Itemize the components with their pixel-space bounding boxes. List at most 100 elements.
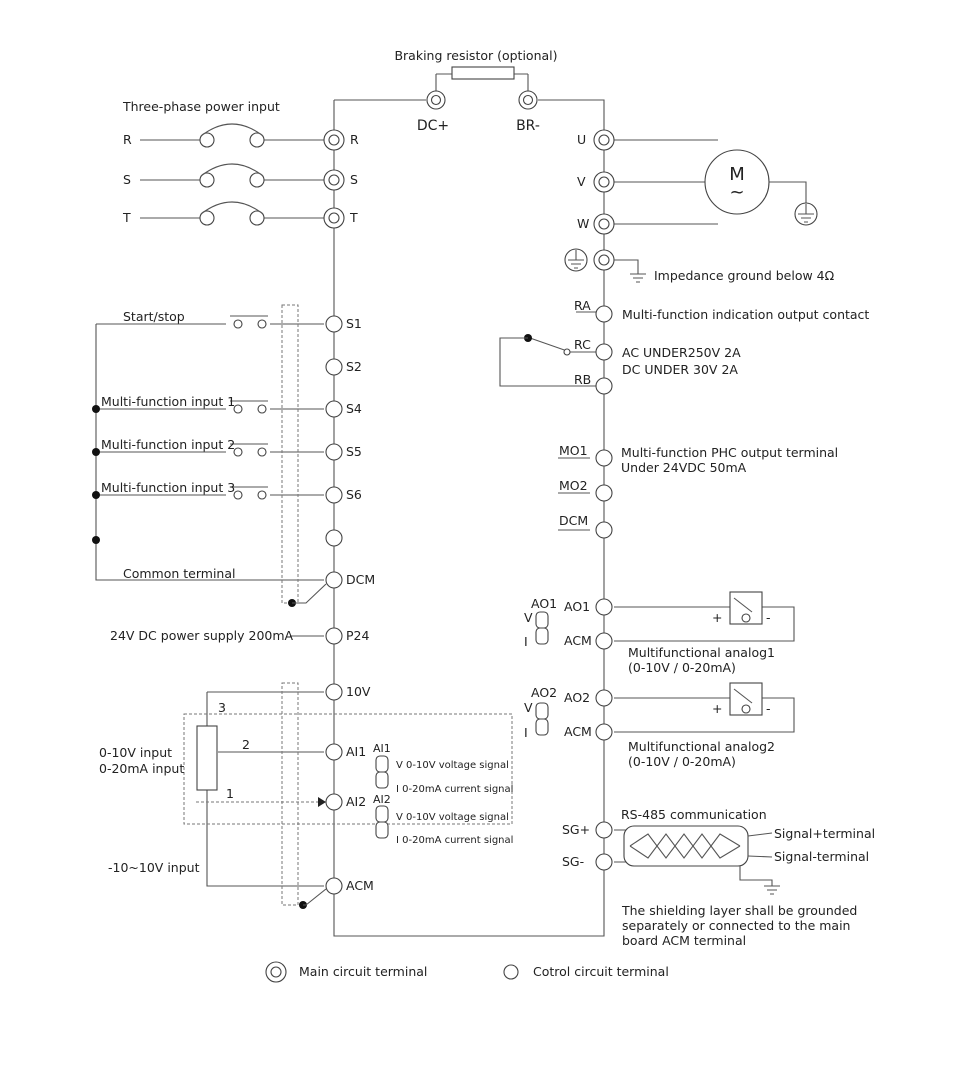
ao2-meter-plus: + [712,701,722,716]
svg-text:R: R [123,132,132,147]
shield-note-line-2: separately or connected to the main [622,918,850,933]
terminal-ao1: AO1 [564,598,613,616]
svg-text:S2: S2 [346,359,362,374]
start-stop-label: Start/stop [123,309,185,324]
phc-rating: Under 24VDC 50mA [621,460,747,475]
wire-2-label: 2 [242,737,250,752]
relay-desc: Multi-function indication output contact [622,307,869,322]
svg-text:I: I [524,725,528,740]
svg-text:RA: RA [574,298,591,313]
wire-1-label: 1 [226,786,234,801]
shield-note-line-1: The shielding layer shall be grounded [621,903,857,918]
terminal-v: V [577,171,615,193]
braking-resistor-label: Braking resistor (optional) [394,48,557,63]
terminal-ao2: AO2 [564,689,613,707]
svg-text:S: S [123,172,131,187]
terminal-ai1: AI1 [325,743,366,761]
ai1-selector-switch: AI1 V 0-10V voltage signal I 0-20mA curr… [373,742,513,795]
svg-text:R: R [350,132,359,147]
svg-text:I 0-20mA current signal: I 0-20mA current signal [396,784,513,795]
phase-s-input: S S [123,163,358,191]
svg-text:MO1: MO1 [559,443,588,458]
ai2-selector-switch: AI2 V 0-10V voltage signal I 0-20mA curr… [373,793,513,846]
terminal-dc-plus: DC+ [417,90,449,134]
svg-text:RB: RB [574,372,591,387]
svg-text:V 0-10V voltage signal: V 0-10V voltage signal [396,812,509,823]
ao1-range: (0-10V / 0-20mA) [628,660,736,675]
svg-text:AO2: AO2 [564,690,590,705]
ao2-meter-minus: - [766,701,771,716]
terminal-br-minus: BR- [516,90,540,134]
digital-input-wiring [92,323,324,581]
svg-text:V: V [524,610,533,625]
input-pm10v-label: -10~10V input [108,860,200,875]
terminal-w: W [577,213,615,235]
terminal-s6: S6 [325,486,362,504]
ground-terminal-icon [564,248,646,283]
svg-text:S: S [350,172,358,187]
ao1-wiring: + - [614,591,795,642]
svg-text:10V: 10V [346,684,371,699]
input-shield-cable [281,304,327,607]
terminal-mo2: MO2 [558,478,613,502]
mf-input-1-switch [230,400,268,414]
svg-text:ACM: ACM [346,878,374,893]
svg-text:RC: RC [574,337,591,352]
relay-ac-rating: AC UNDER250V 2A [622,345,741,360]
svg-text:V 0-10V voltage signal: V 0-10V voltage signal [396,760,509,771]
mf-input-2-label: Multi-function input 2 [101,437,235,452]
svg-text:S6: S6 [346,487,362,502]
ao2-wiring: + - [614,682,795,733]
rs485-cable [614,825,780,895]
input-0-20ma-label: 0-20mA input [99,761,184,776]
terminal-rb: RB [574,372,613,395]
svg-text:P24: P24 [346,628,369,643]
terminal-s1: S1 [325,315,362,333]
ao2-desc: Multifunctional analog2 [628,739,775,754]
legend-control-circuit: Cotrol circuit terminal [503,964,669,980]
svg-text:~: ~ [729,182,744,203]
signal-plus-label: Signal+terminal [774,826,875,841]
motor-ground-icon [794,202,818,226]
svg-text:S5: S5 [346,444,362,459]
braking-resistor: Braking resistor (optional) [394,48,558,80]
svg-text:Cotrol circuit terminal: Cotrol circuit terminal [533,964,669,979]
analog-input-wiring [183,682,513,909]
terminal-s5: S5 [325,443,362,461]
terminal-acm-2: ACM [564,723,613,741]
svg-text:ACM: ACM [564,724,592,739]
wire-3-label: 3 [218,700,226,715]
phase-t-input: T T [122,201,358,229]
svg-text:T: T [349,210,358,225]
svg-text:AI1: AI1 [346,744,366,759]
phc-desc: Multi-function PHC output terminal [621,445,838,460]
terminal-ra: RA [574,298,613,323]
svg-text:I: I [524,634,528,649]
ao2-selector-switch: AO2 V I [524,685,557,740]
svg-text:U: U [577,132,586,147]
svg-text:AO2: AO2 [531,685,557,700]
legend-main-circuit: Main circuit terminal [265,961,427,983]
svg-text:AO1: AO1 [531,596,557,611]
terminal-10v: 10V [325,683,371,701]
terminal-dcm-left: DCM [325,571,375,589]
input-0-10v-label: 0-10V input [99,745,172,760]
terminal-acm-left: ACM [325,877,374,895]
svg-text:T: T [122,210,131,225]
terminal-mo1: MO1 [558,443,613,467]
terminal-s4: S4 [325,400,362,418]
terminal-dcm-right: DCM [558,513,613,539]
supply-24v-label: 24V DC power supply 200mA [110,628,294,643]
mf-input-3-switch [230,486,268,500]
svg-text:DCM: DCM [346,572,375,587]
svg-text:MO2: MO2 [559,478,588,493]
terminal-blank [325,529,343,547]
terminal-p24: P24 24V DC power supply 200mA [110,627,369,645]
ao1-meter-minus: - [766,610,771,625]
svg-text:DCM: DCM [559,513,588,528]
terminal-sg-plus: SG+ [562,821,613,839]
terminal-acm-1: ACM [564,632,613,650]
svg-text:SG-: SG- [562,854,584,869]
svg-text:SG+: SG+ [562,822,590,837]
motor-icon: M ~ [704,149,770,215]
